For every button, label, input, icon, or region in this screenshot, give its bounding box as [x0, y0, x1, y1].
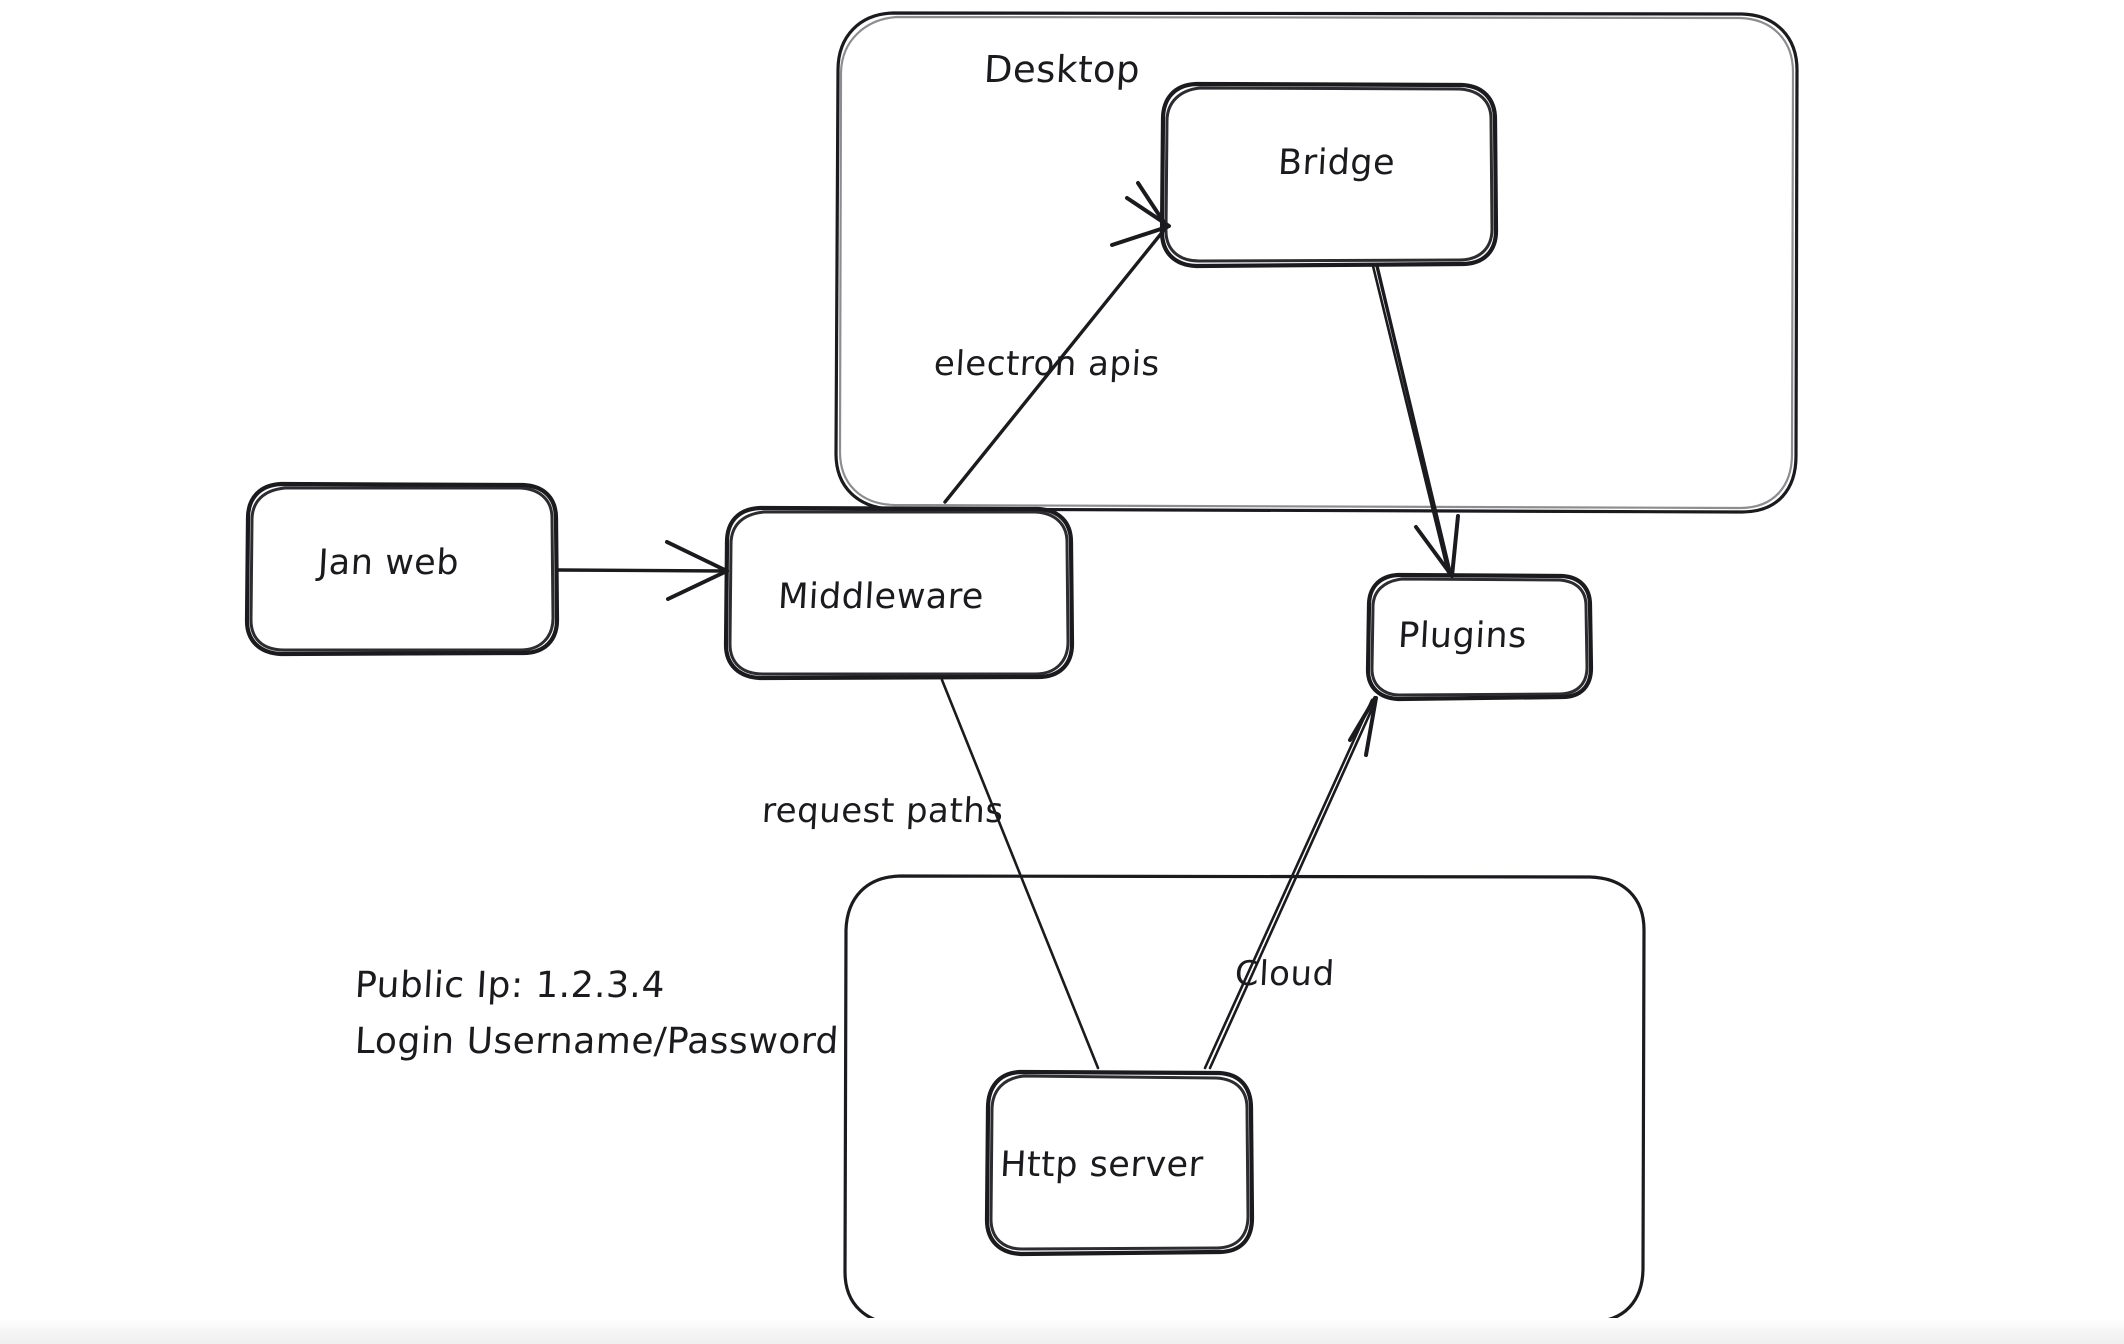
- edge-label-cloud: Cloud: [1233, 954, 1336, 994]
- edge-label-electron-apis: electron apis: [932, 344, 1161, 384]
- node-label-plugins: Plugins: [1396, 616, 1528, 656]
- node-plugins-shape[interactable]: [1365, 572, 1594, 702]
- edge-label-request-paths: request paths: [760, 791, 1005, 831]
- edge-jan-to-middleware[interactable]: [556, 540, 729, 601]
- node-label-http-server: Http server: [998, 1145, 1205, 1185]
- note-login-credentials: Login Username/Password: [353, 1021, 840, 1062]
- edge-bridge-to-plugins[interactable]: [1371, 264, 1460, 578]
- node-label-middleware: Middleware: [776, 577, 985, 617]
- edge-http-to-plugins[interactable]: [1203, 696, 1378, 1070]
- node-bridge-shape[interactable]: [1159, 81, 1499, 269]
- node-label-bridge: Bridge: [1276, 143, 1397, 183]
- container-label-desktop: Desktop: [982, 48, 1142, 91]
- node-http-server-shape[interactable]: [984, 1069, 1255, 1257]
- node-middleware-shape[interactable]: [723, 505, 1075, 681]
- container-desktop-shape[interactable]: [834, 11, 1799, 514]
- edge-middleware-to-http[interactable]: [940, 678, 1100, 1070]
- container-cloud-shape[interactable]: [843, 874, 1646, 1326]
- node-label-jan-web: Jan web: [316, 543, 461, 583]
- node-jan-web-shape[interactable]: [244, 481, 560, 657]
- bottom-edge-strip: [0, 1318, 2124, 1344]
- edge-middleware-to-bridge[interactable]: [943, 181, 1171, 504]
- note-public-ip: Public Ip: 1.2.3.4: [353, 965, 667, 1006]
